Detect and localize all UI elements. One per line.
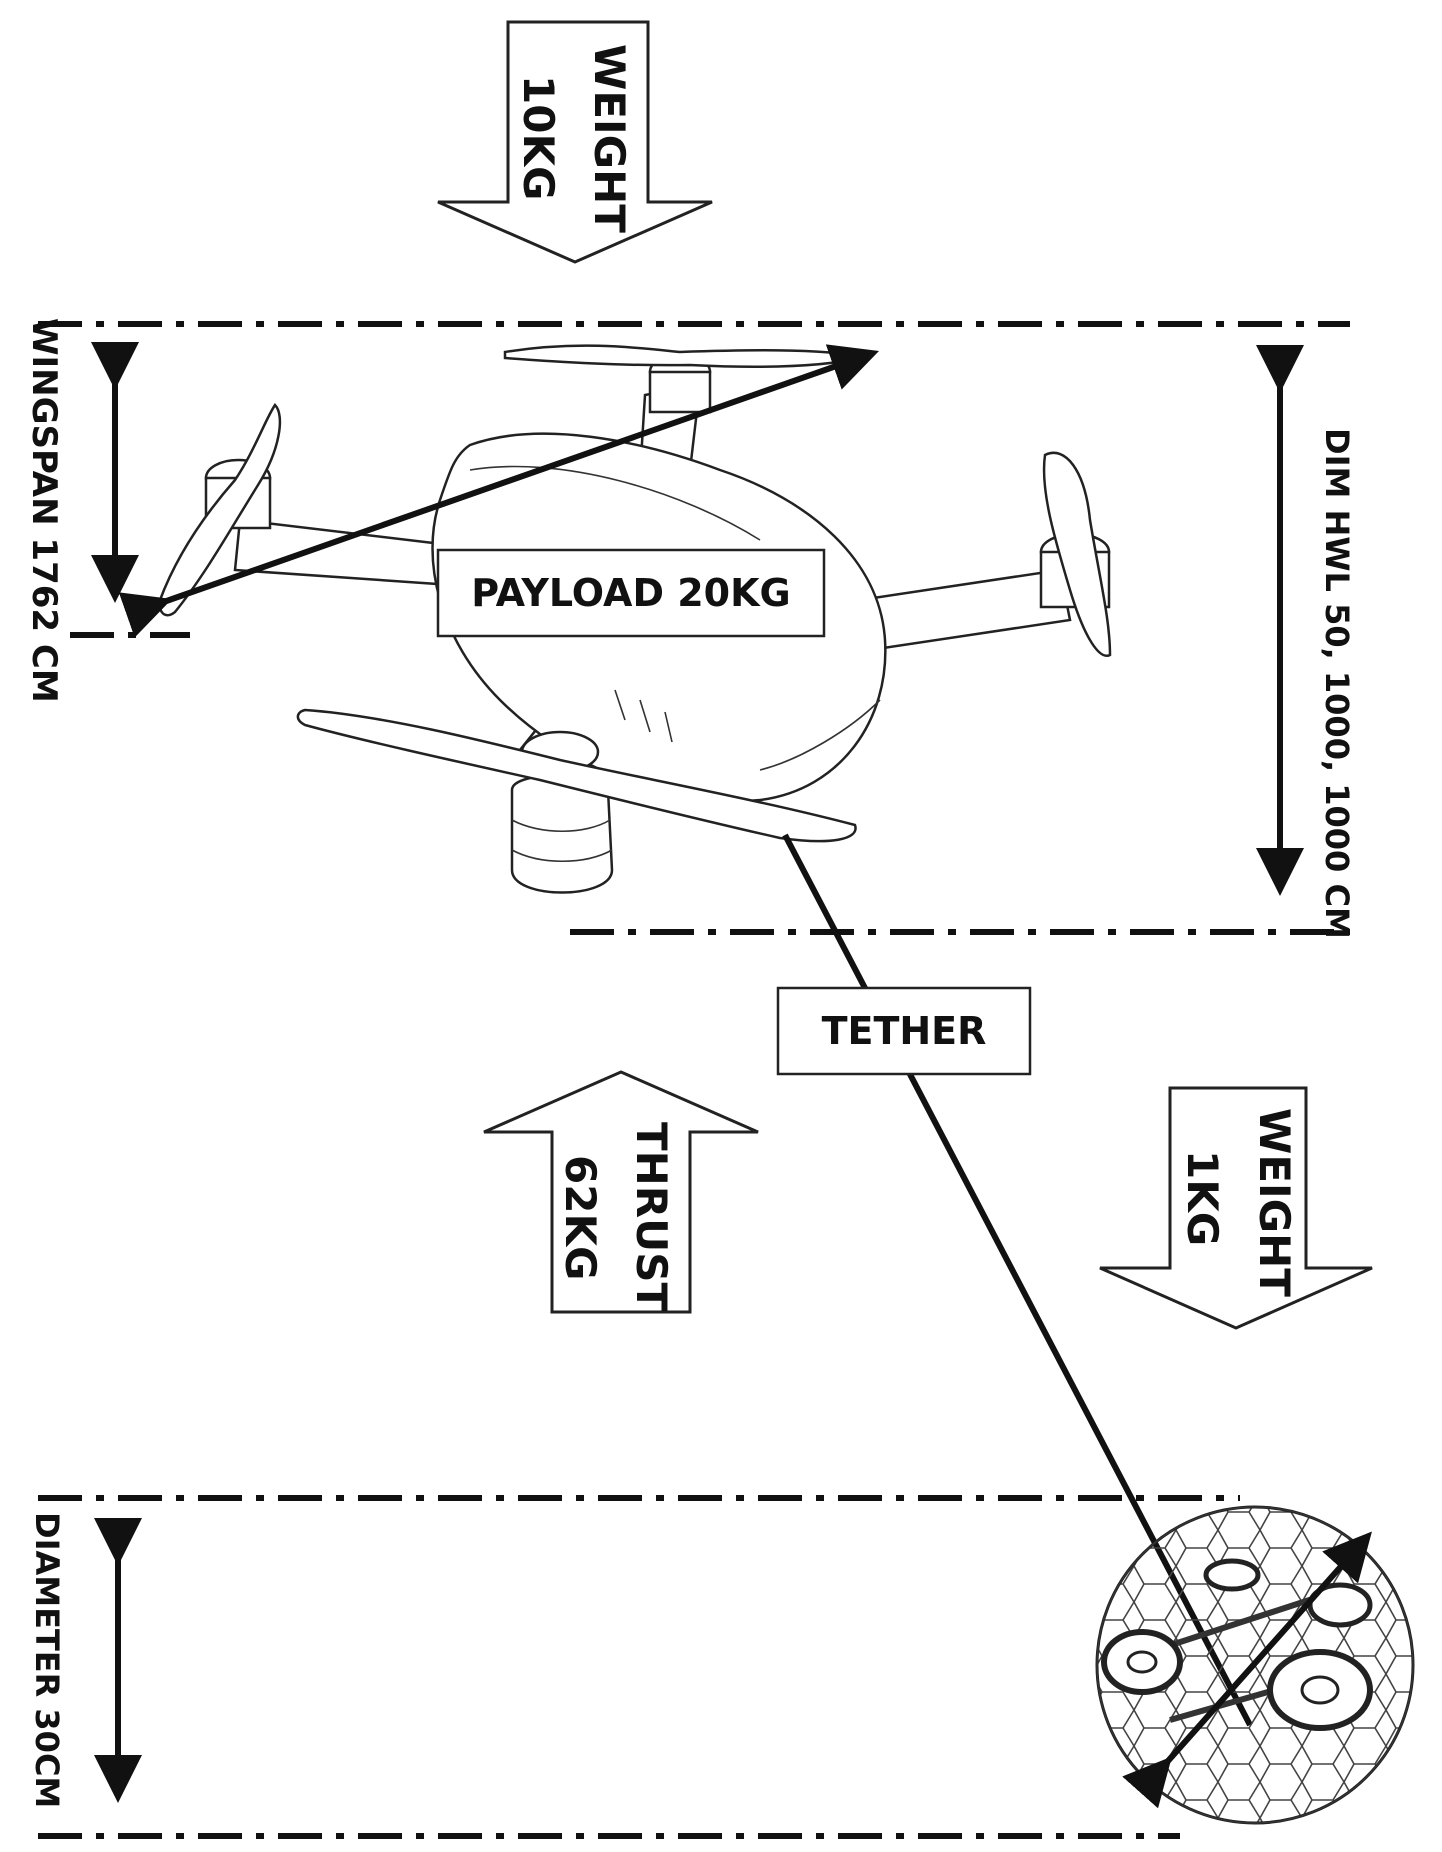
diameter-label: DIAMETER 30CM bbox=[28, 1512, 66, 1808]
motor-front-rings bbox=[511, 819, 613, 862]
ball-rotor-left bbox=[1101, 1629, 1183, 1695]
motor-rear bbox=[648, 370, 712, 414]
weight-top-label: WEIGHT bbox=[585, 44, 634, 233]
payload-box-frame bbox=[436, 548, 826, 638]
weight-arrow-top-shape bbox=[437, 20, 713, 264]
caged-drone-ball bbox=[1095, 1505, 1415, 1825]
thrust-value: 62KG bbox=[556, 1155, 605, 1280]
dim-dimension: DIM HWL 50, 1000, 1000 CM bbox=[1256, 345, 1356, 939]
weight-top-value: 10KG bbox=[514, 75, 563, 200]
drone-arm-left bbox=[233, 518, 454, 587]
tether-box: TETHER bbox=[776, 986, 1032, 1076]
propeller-rear bbox=[503, 344, 866, 368]
payload-label: PAYLOAD 20KG bbox=[471, 571, 791, 615]
payload-box: PAYLOAD 20KG bbox=[436, 548, 826, 638]
thrust-label: THRUST bbox=[627, 1122, 676, 1311]
thrust-arrow-shape bbox=[483, 1070, 759, 1314]
weight-bottom-value: 1KG bbox=[1178, 1150, 1227, 1246]
propeller-front bbox=[296, 708, 857, 843]
ball-diameter-arrow bbox=[1122, 1531, 1372, 1809]
weight-bottom-label: WEIGHT bbox=[1250, 1108, 1299, 1297]
drone-arm-right bbox=[858, 568, 1072, 652]
ball-cage-outline bbox=[1096, 1506, 1414, 1824]
propeller-right bbox=[1042, 451, 1112, 657]
wingspan-label: WINGSPAN 1762 CM bbox=[24, 318, 64, 703]
tether-label: TETHER bbox=[822, 1009, 987, 1053]
dim-label: DIM HWL 50, 1000, 1000 CM bbox=[1318, 428, 1356, 939]
drone-body-edge bbox=[759, 699, 881, 771]
diameter-dimension: DIAMETER 30CM bbox=[28, 1512, 142, 1808]
weight-arrow-top: WEIGHT 10KG bbox=[437, 20, 713, 264]
drone-vents bbox=[614, 689, 673, 743]
ball-rotor-top bbox=[1203, 1558, 1261, 1592]
thrust-arrow: THRUST 62KG bbox=[483, 1070, 759, 1314]
weight-arrow-bottom-shape bbox=[1099, 1086, 1373, 1330]
wingspan-dimension: WINGSPAN 1762 CM bbox=[24, 318, 139, 703]
ball-rotor-right bbox=[1267, 1649, 1373, 1731]
wingspan-diagonal-arrow bbox=[118, 344, 879, 638]
tether-box-frame bbox=[776, 986, 1032, 1076]
weight-arrow-bottom: WEIGHT 1KG bbox=[1099, 1086, 1373, 1330]
